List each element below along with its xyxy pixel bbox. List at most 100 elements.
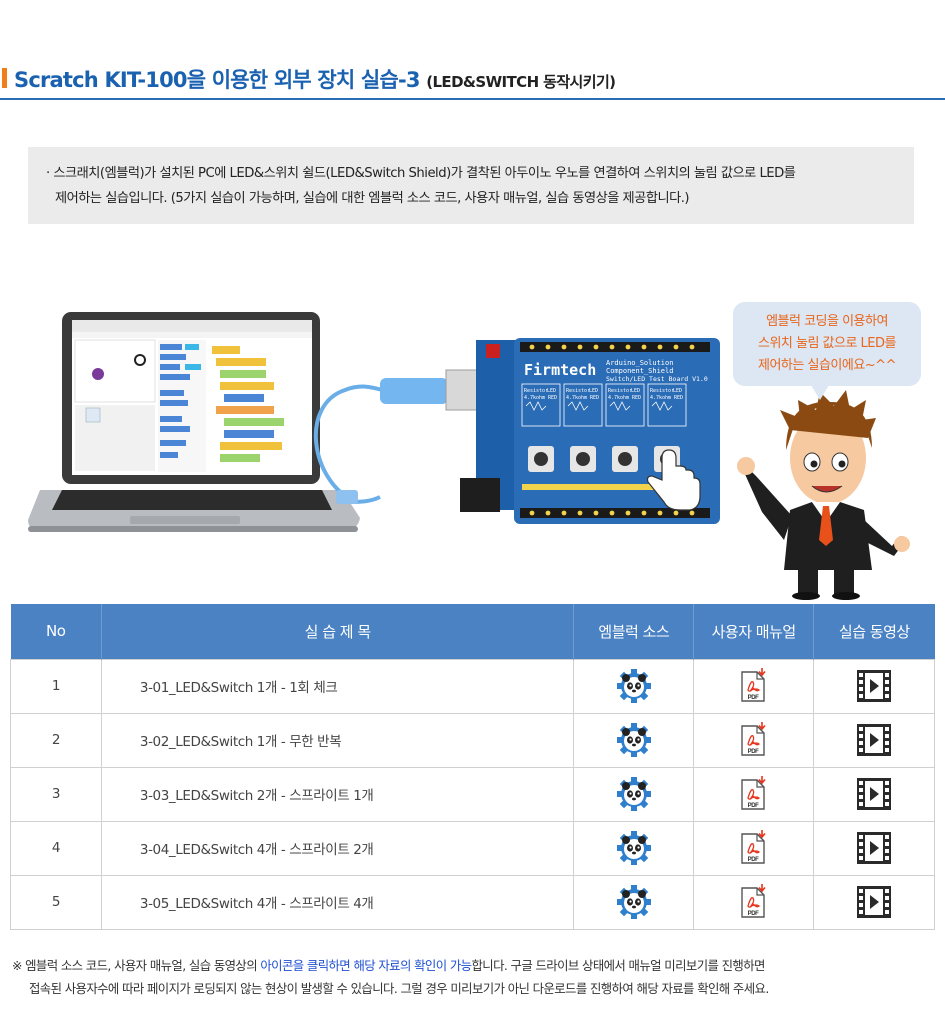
pdf-icon[interactable]: PDF bbox=[739, 668, 769, 704]
row-title: 3-04_LED&Switch 4개 - 스프라이트 2개 bbox=[100, 820, 575, 876]
page-header: Scratch KIT-100을 이용한 외부 장치 실습-3 (LED&SWI… bbox=[0, 58, 945, 100]
pdf-icon[interactable]: PDF bbox=[739, 776, 769, 812]
notice-text-1: 엠블럭 소스 코드, 사용자 매뉴얼, 실습 동영상의 bbox=[21, 958, 261, 973]
table-row: 1 3-01_LED&Switch 1개 - 1회 체크 bbox=[10, 658, 935, 714]
laptop-icon bbox=[28, 312, 360, 532]
row-video-cell bbox=[813, 766, 935, 822]
film-play-icon[interactable] bbox=[857, 886, 892, 918]
table-row: 3 3-03_LED&Switch 2개 - 스프라이트 1개 bbox=[10, 766, 935, 822]
panda-gear-icon[interactable] bbox=[616, 884, 652, 920]
arduino-board-icon: Firmtech Arduino_Solution Component_Shie… bbox=[460, 338, 720, 524]
film-play-icon[interactable] bbox=[857, 832, 892, 864]
header-no: No bbox=[10, 604, 102, 659]
board-module-color-3: RED bbox=[632, 395, 641, 401]
notice-mark: ※ bbox=[12, 958, 22, 973]
pdf-label: PDF bbox=[747, 803, 759, 809]
illustration-graphic: Firmtech Arduino_Solution Component_Shie… bbox=[28, 312, 910, 600]
table-row: 2 3-02_LED&Switch 1개 - 무한 반복 bbox=[10, 712, 935, 768]
row-video-cell bbox=[813, 658, 935, 714]
cartoon-man-icon bbox=[737, 390, 910, 600]
board-module-color-2: RED bbox=[590, 395, 599, 401]
board-module-led-4: LED bbox=[673, 388, 682, 394]
board-module-text-2: Resistor bbox=[566, 388, 590, 394]
film-play-icon[interactable] bbox=[857, 724, 892, 756]
panda-gear-icon[interactable] bbox=[616, 776, 652, 812]
notice-line-1: ※ 엠블럭 소스 코드, 사용자 매뉴얼, 실습 동영상의 아이콘을 클릭하면 … bbox=[12, 954, 937, 977]
row-no: 5 bbox=[10, 874, 102, 930]
board-module-color-1: RED bbox=[548, 395, 557, 401]
row-manual-cell: PDF bbox=[693, 820, 815, 876]
row-video-cell bbox=[813, 820, 935, 876]
board-brand: Firmtech bbox=[524, 361, 596, 379]
page-title-sub: (LED&SWITCH 동작시키기) bbox=[426, 73, 616, 91]
page-title: Scratch KIT-100을 이용한 외부 장치 실습-3 (LED&SWI… bbox=[14, 64, 616, 94]
header-source: 엠블럭 소스 bbox=[573, 604, 695, 659]
row-title: 3-01_LED&Switch 1개 - 1회 체크 bbox=[100, 658, 575, 714]
board-label-2: Component_Shield bbox=[606, 367, 673, 375]
practice-table: No 실 습 제 목 엠블럭 소스 사용자 매뉴얼 실습 동영상 1 3-01_… bbox=[10, 604, 935, 930]
header-accent-bar bbox=[2, 68, 7, 88]
row-no: 2 bbox=[10, 712, 102, 768]
illustration: Firmtech Arduino_Solution Component_Shie… bbox=[0, 240, 945, 600]
row-manual-cell: PDF bbox=[693, 658, 815, 714]
row-source-cell bbox=[573, 820, 695, 876]
film-play-icon[interactable] bbox=[857, 778, 892, 810]
panda-gear-icon[interactable] bbox=[616, 668, 652, 704]
board-label-3: Switch/LED Test Board V1.0 bbox=[606, 375, 708, 383]
header-title: 실 습 제 목 bbox=[101, 604, 575, 659]
notice-highlight: 아이콘을 클릭하면 해당 자료의 확인이 가능 bbox=[260, 958, 472, 973]
row-title: 3-03_LED&Switch 2개 - 스프라이트 1개 bbox=[100, 766, 575, 822]
board-module-led-2: LED bbox=[589, 388, 598, 394]
board-module-text-4: Resistor bbox=[650, 388, 674, 394]
film-play-icon[interactable] bbox=[857, 670, 892, 702]
header-video: 실습 동영상 bbox=[813, 604, 935, 659]
board-module-value-4: 4.7kohm bbox=[650, 395, 671, 401]
pdf-icon[interactable]: PDF bbox=[739, 722, 769, 758]
intro-bullet: · bbox=[46, 166, 50, 181]
panda-gear-icon[interactable] bbox=[616, 722, 652, 758]
speech-bubble-line-1: 엠블럭 코딩을 이용하여 bbox=[766, 314, 888, 329]
notice: ※ 엠블럭 소스 코드, 사용자 매뉴얼, 실습 동영상의 아이콘을 클릭하면 … bbox=[12, 954, 937, 1000]
table-row: 4 3-04_LED&Switch 4개 - 스프라이트 2개 bbox=[10, 820, 935, 876]
intro-line-1: · 스크래치(엠블럭)가 설치된 PC에 LED&스위치 쉴드(LED&Swit… bbox=[46, 161, 904, 186]
row-title: 3-02_LED&Switch 1개 - 무한 반복 bbox=[100, 712, 575, 768]
board-module-led-1: LED bbox=[547, 388, 556, 394]
notice-line-2: 접속된 사용자수에 따라 페이지가 로딩되지 않는 현상이 발생할 수 있습니다… bbox=[29, 981, 769, 996]
speech-bubble-line-3: 제어하는 실습이에요~^^ bbox=[758, 358, 896, 373]
row-no: 4 bbox=[10, 820, 102, 876]
board-module-color-4: RED bbox=[674, 395, 683, 401]
pdf-label: PDF bbox=[747, 857, 759, 863]
table-row: 5 3-05_LED&Switch 4개 - 스프라이트 4개 bbox=[10, 874, 935, 930]
intro-text-2: 제어하는 실습입니다. (5가지 실습이 가능하며, 실습에 대한 엠블럭 소스… bbox=[55, 191, 690, 206]
row-title: 3-05_LED&Switch 4개 - 스프라이트 4개 bbox=[100, 874, 575, 930]
speech-bubble-line-2: 스위치 눌림 값으로 LED를 bbox=[757, 336, 897, 351]
panda-gear-icon[interactable] bbox=[616, 830, 652, 866]
board-module-value-2: 4.7kohm bbox=[566, 395, 587, 401]
row-no: 3 bbox=[10, 766, 102, 822]
pdf-label: PDF bbox=[747, 749, 759, 755]
row-manual-cell: PDF bbox=[693, 766, 815, 822]
intro-text-1: 스크래치(엠블럭)가 설치된 PC에 LED&스위치 쉴드(LED&Switch… bbox=[53, 166, 796, 181]
pdf-label: PDF bbox=[747, 695, 759, 701]
row-source-cell bbox=[573, 712, 695, 768]
pointing-hand-icon bbox=[646, 449, 701, 511]
pdf-icon[interactable]: PDF bbox=[739, 884, 769, 920]
row-source-cell bbox=[573, 766, 695, 822]
pdf-icon[interactable]: PDF bbox=[739, 830, 769, 866]
header-manual: 사용자 매뉴얼 bbox=[693, 604, 815, 659]
table-header-row: No 실 습 제 목 엠블럭 소스 사용자 매뉴얼 실습 동영상 bbox=[10, 604, 935, 659]
row-video-cell bbox=[813, 874, 935, 930]
row-source-cell bbox=[573, 874, 695, 930]
board-module-led-3: LED bbox=[631, 388, 640, 394]
row-video-cell bbox=[813, 712, 935, 768]
board-module-value-3: 4.7kohm bbox=[608, 395, 629, 401]
notice-text-2: 합니다. 구글 드라이브 상태에서 매뉴얼 미리보기를 진행하면 bbox=[471, 958, 765, 973]
board-module-value-1: 4.7kohm bbox=[524, 395, 545, 401]
row-no: 1 bbox=[10, 658, 102, 714]
intro-box: · 스크래치(엠블럭)가 설치된 PC에 LED&스위치 쉴드(LED&Swit… bbox=[28, 147, 914, 224]
page-title-main: Scratch KIT-100을 이용한 외부 장치 실습-3 bbox=[14, 68, 421, 92]
row-source-cell bbox=[573, 658, 695, 714]
board-module-text-3: Resistor bbox=[608, 388, 632, 394]
row-manual-cell: PDF bbox=[693, 874, 815, 930]
row-manual-cell: PDF bbox=[693, 712, 815, 768]
